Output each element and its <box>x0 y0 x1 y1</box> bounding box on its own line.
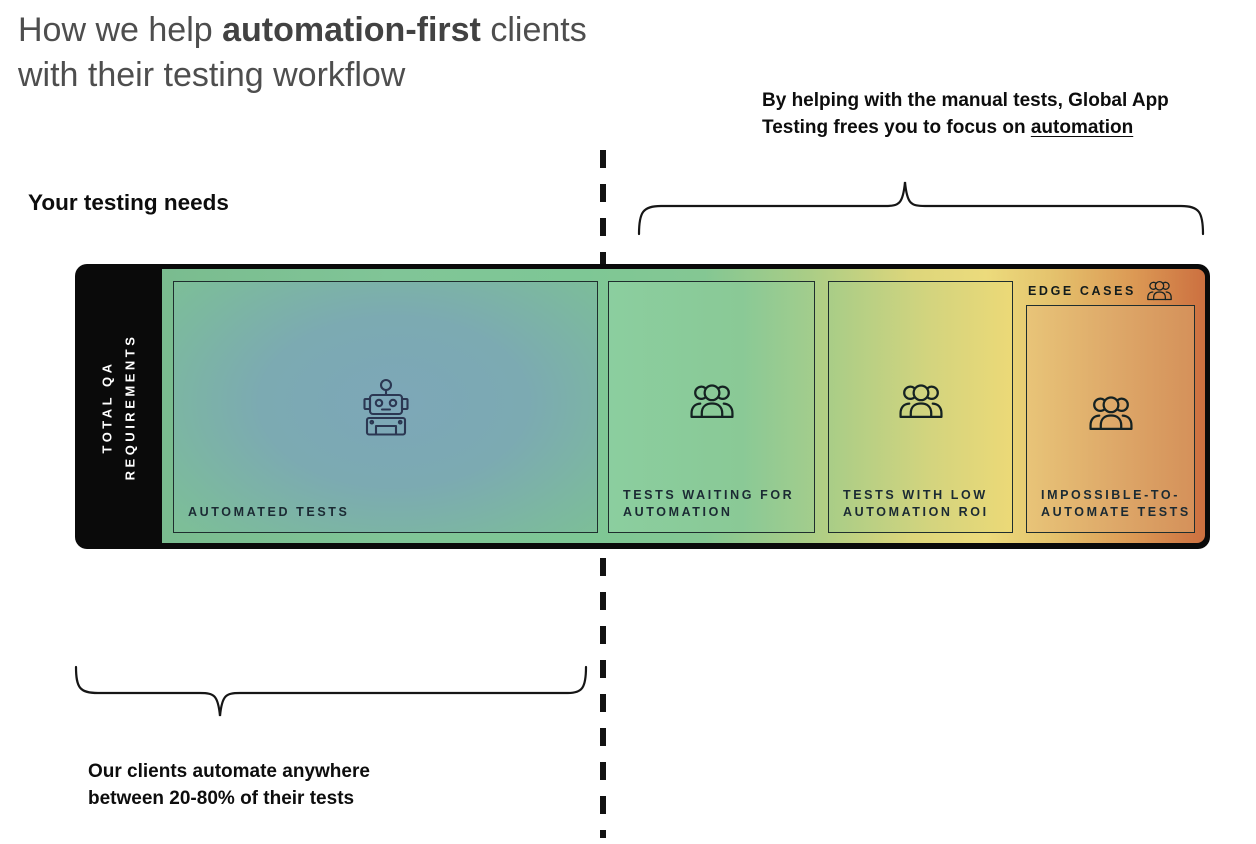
robot-icon <box>362 378 409 436</box>
your-testing-needs-heading: Your testing needs <box>28 190 229 215</box>
section-label-automated-tests: AUTOMATED TESTS <box>188 505 350 519</box>
total-qa-side-label: TOTAL QA REQUIREMENTS <box>95 333 142 480</box>
annotation-bottom-line2: between 20-80% of their tests <box>88 788 355 809</box>
title-pre: How we help <box>18 11 223 49</box>
total-qa-bar: TOTAL QA REQUIREMENTS EDGE CASES <box>75 264 1210 549</box>
section-label-low-roi: TESTS WITH LOW AUTOMATION ROI <box>843 488 989 519</box>
people-group-icon <box>689 384 734 418</box>
section-low-roi: TESTS WITH LOW AUTOMATION ROI <box>828 281 1013 533</box>
section-impossible: IMPOSSIBLE-TO- AUTOMATE TESTS <box>1026 305 1195 533</box>
title-post: clients <box>480 11 587 49</box>
bottom-brace <box>74 665 588 717</box>
section-automated-tests: AUTOMATED TESTS <box>173 281 598 533</box>
automation-underlined-text: automation <box>1030 117 1134 138</box>
section-tests-waiting: TESTS WAITING FOR AUTOMATION <box>608 281 815 533</box>
title-line2: with their testing workflow <box>18 56 406 94</box>
side-label-line2: REQUIREMENTS <box>122 333 138 480</box>
side-label-line1: TOTAL QA <box>99 360 115 454</box>
section-label-impossible: IMPOSSIBLE-TO- AUTOMATE TESTS <box>1041 488 1191 519</box>
testing-gradient-area: EDGE CASES <box>162 269 1205 543</box>
total-qa-side-panel: TOTAL QA REQUIREMENTS <box>75 264 162 549</box>
clients-automate-annotation: Our clients automate anywhere between 20… <box>88 758 370 812</box>
section-label-tests-waiting: TESTS WAITING FOR AUTOMATION <box>623 488 795 519</box>
people-group-icon <box>1147 280 1172 301</box>
page-title: How we help automation-first clients wit… <box>18 8 587 98</box>
annotation-bottom-line1: Our clients automate anywhere <box>88 761 370 782</box>
annotation-right-line1: By helping with the manual tests, Global… <box>762 90 1169 111</box>
top-brace <box>637 181 1205 236</box>
annotation-right-line2: Testing frees you to focus on <box>762 117 1031 138</box>
title-bold: automation-first <box>222 11 481 49</box>
edge-cases-label: EDGE CASES <box>1028 283 1136 298</box>
people-group-icon <box>1088 396 1133 430</box>
edge-cases-header: EDGE CASES <box>1028 280 1173 301</box>
manual-tests-annotation: By helping with the manual tests, Global… <box>762 87 1232 141</box>
people-group-icon <box>898 384 943 418</box>
